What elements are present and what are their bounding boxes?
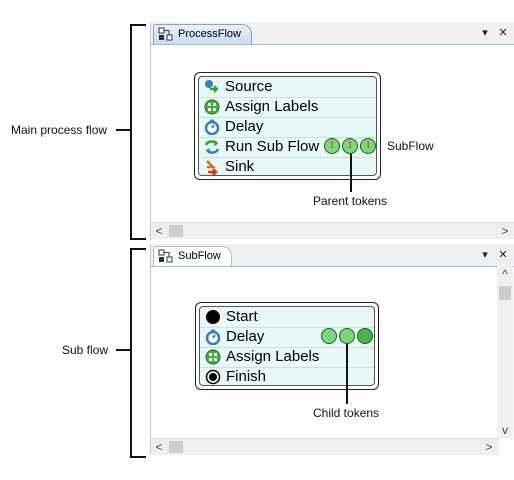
activity-source[interactable]: Source bbox=[199, 77, 376, 98]
sub-flow-tab-icon bbox=[158, 249, 173, 263]
parent-token[interactable]: 1 bbox=[342, 138, 358, 154]
activity-label: Assign Labels bbox=[225, 98, 319, 115]
activity-label: Finish bbox=[226, 368, 267, 385]
finish-icon bbox=[205, 369, 221, 385]
process-flow-tabstrip: ProcessFlow ▾ ✕ bbox=[151, 22, 514, 45]
scroll-down-arrow[interactable]: v bbox=[502, 423, 508, 437]
child-token[interactable] bbox=[321, 328, 337, 344]
scroll-right-arrow[interactable]: > bbox=[501, 224, 509, 238]
child-token[interactable] bbox=[357, 328, 373, 344]
process-flow-tab-title: ProcessFlow bbox=[178, 28, 241, 40]
sub-flow-vscrollbar[interactable]: ^ v bbox=[497, 266, 513, 438]
hscroll-thumb[interactable] bbox=[169, 225, 183, 237]
sub-flow-hscrollbar[interactable]: < > bbox=[151, 438, 499, 455]
sub-flow-bracket-tick bbox=[116, 349, 131, 351]
child-tokens-callout-line bbox=[346, 344, 348, 404]
scroll-up-arrow[interactable]: ^ bbox=[502, 267, 508, 281]
delay-icon bbox=[205, 329, 221, 345]
assign-labels-icon bbox=[204, 99, 220, 115]
tab-sub-flow[interactable]: SubFlow bbox=[153, 246, 232, 266]
activity-run-sub-flow[interactable]: Run Sub Flow bbox=[199, 137, 376, 158]
scroll-left-arrow[interactable]: < bbox=[155, 224, 163, 238]
activity-label: Start bbox=[226, 308, 258, 325]
activity-finish[interactable]: Finish bbox=[200, 367, 374, 385]
source-icon bbox=[205, 80, 219, 93]
activity-label: Delay bbox=[225, 118, 264, 135]
sub-flow-tab-title: SubFlow bbox=[178, 250, 221, 262]
activity-label: Sink bbox=[225, 158, 255, 175]
process-flow-hscrollbar[interactable]: < > bbox=[151, 222, 514, 239]
child-token[interactable] bbox=[339, 328, 355, 344]
sub-flow-tabstrip: SubFlow ▾ ✕ bbox=[151, 244, 514, 267]
run-sub-flow-icon bbox=[204, 140, 220, 154]
activity-assign-labels[interactable]: Assign Labels bbox=[200, 347, 374, 368]
activity-assign-labels[interactable]: Assign Labels bbox=[199, 97, 376, 118]
sub-flow-activity-list[interactable]: Start Delay Assign Labels bbox=[195, 302, 379, 390]
start-icon bbox=[206, 310, 220, 324]
sub-flow-label: Sub flow bbox=[62, 343, 109, 357]
sub-flow-bracket bbox=[130, 248, 146, 458]
process-flow-pane: ProcessFlow ▾ ✕ Source Assign Labels bbox=[150, 22, 514, 240]
delay-icon bbox=[204, 119, 220, 135]
activity-start[interactable]: Start bbox=[200, 307, 374, 328]
subflow-link-label: SubFlow bbox=[387, 139, 434, 153]
main-process-flow-label: Main process flow bbox=[11, 123, 108, 137]
process-flow-activity-list-body: Source Assign Labels Delay bbox=[198, 76, 377, 176]
scroll-right-arrow[interactable]: > bbox=[485, 440, 493, 454]
chevron-down-icon[interactable]: ▾ bbox=[482, 27, 488, 39]
parent-tokens-label: Parent tokens bbox=[313, 194, 388, 208]
activity-label: Run Sub Flow bbox=[225, 138, 320, 155]
sub-flow-activity-list-body: Start Delay Assign Labels bbox=[199, 306, 375, 386]
close-icon[interactable]: ✕ bbox=[498, 27, 508, 39]
process-flow-activity-list[interactable]: Source Assign Labels Delay bbox=[194, 72, 381, 180]
child-tokens-label: Child tokens bbox=[313, 406, 380, 420]
hscroll-thumb[interactable] bbox=[169, 441, 183, 453]
activity-label: Assign Labels bbox=[226, 348, 320, 365]
parent-token[interactable]: 1 bbox=[360, 138, 376, 154]
activity-sink[interactable]: Sink bbox=[199, 157, 376, 175]
parent-token[interactable]: 1 bbox=[324, 138, 340, 154]
main-flow-bracket bbox=[130, 24, 146, 240]
activity-label: Delay bbox=[226, 328, 265, 345]
scroll-left-arrow[interactable]: < bbox=[155, 440, 163, 454]
activity-delay[interactable]: Delay bbox=[200, 327, 374, 348]
sub-flow-pane: SubFlow ▾ ✕ Start Delay bbox=[150, 244, 514, 455]
main-flow-bracket-tick bbox=[116, 129, 131, 131]
close-icon[interactable]: ✕ bbox=[498, 249, 508, 261]
chevron-down-icon[interactable]: ▾ bbox=[482, 249, 488, 261]
tab-process-flow[interactable]: ProcessFlow bbox=[153, 24, 252, 44]
activity-label: Source bbox=[225, 78, 273, 95]
assign-labels-icon bbox=[205, 349, 221, 365]
activity-delay[interactable]: Delay bbox=[199, 117, 376, 138]
parent-tokens-callout-line bbox=[350, 154, 352, 192]
vscroll-thumb[interactable] bbox=[499, 286, 511, 300]
sink-icon bbox=[206, 160, 218, 175]
process-flow-tab-icon bbox=[158, 27, 173, 41]
